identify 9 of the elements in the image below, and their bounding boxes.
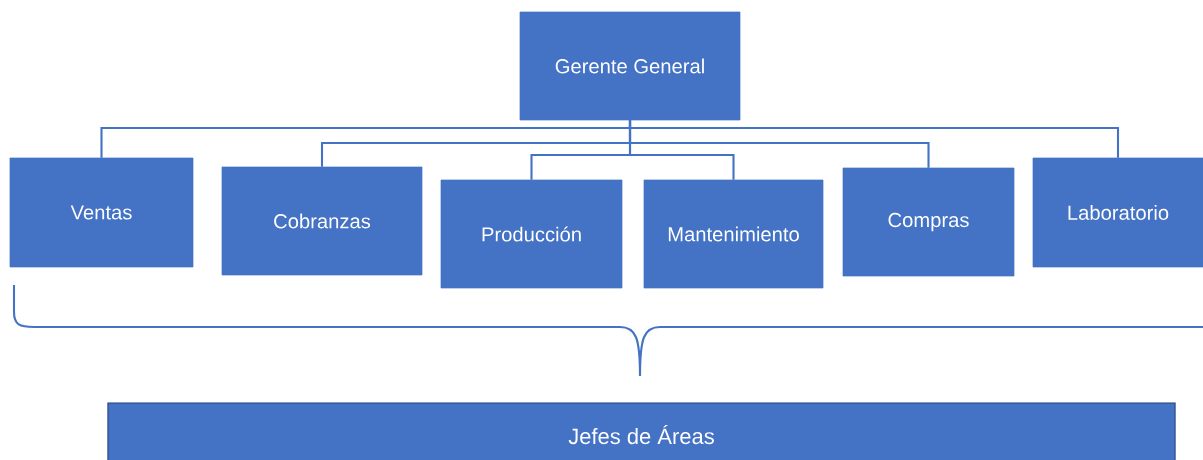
org-box: Jefes de Áreas: [107, 402, 1176, 460]
connector-line: [628, 120, 1120, 158]
org-box: Producción: [440, 179, 623, 289]
org-box: Ventas: [9, 157, 194, 268]
org-box: Compras: [842, 167, 1015, 277]
org-box: Gerente General: [519, 11, 741, 121]
org-box: Laboratorio: [1032, 157, 1203, 268]
org-box: Cobranzas: [221, 166, 423, 276]
org-box: Mantenimiento: [643, 179, 824, 289]
